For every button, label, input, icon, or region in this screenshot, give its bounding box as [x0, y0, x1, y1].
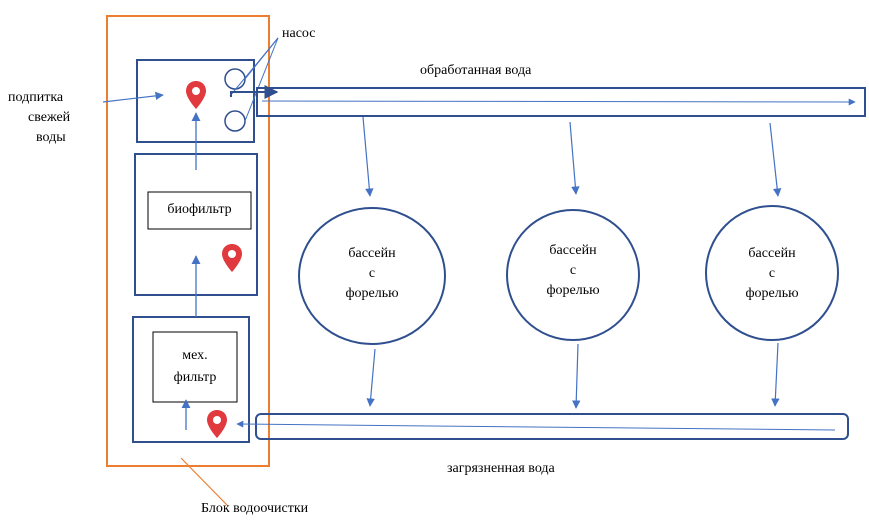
fresh-water-label-line1: подпитка: [8, 90, 64, 105]
pump-circle-top: [224, 68, 246, 90]
pool-3-label-line1: бассейн: [748, 246, 796, 261]
treated-water-pipe: [256, 87, 866, 117]
pool-2-label-line3: форелью: [546, 283, 600, 298]
trout-pool-3: [705, 205, 839, 341]
pool-3-label-line3: форелью: [745, 286, 799, 301]
map-marker-icon: [222, 244, 242, 272]
dirty-water-label: загрязненная вода: [447, 461, 555, 476]
mech-filter-box: [152, 331, 238, 403]
dirty-water-pipe: [255, 413, 849, 440]
fresh-water-label-line2: свежей: [28, 110, 71, 125]
map-marker-icon: [186, 81, 206, 109]
map-marker-icon: [207, 410, 227, 438]
pool-3-label-line2: с: [768, 266, 776, 281]
trout-pool-2: [506, 209, 640, 341]
pump-outlet-arrow: [230, 85, 279, 99]
pump-label: насос: [282, 26, 316, 41]
pool-1-label-line1: бассейн: [348, 246, 396, 261]
fresh-water-label-line3: воды: [36, 130, 66, 145]
pool-1-label-line2: с: [368, 266, 376, 281]
treatment-block-pointer: [180, 457, 229, 507]
trout-pool-1: [298, 207, 446, 345]
pool-1-label-line3: форелью: [345, 286, 399, 301]
mech-filter-label-line2: фильтр: [173, 370, 217, 385]
mech-filter-label-line1: мех.: [182, 348, 208, 363]
treatment-block-label: Блок водоочистки: [201, 501, 309, 516]
pump-circle-bottom: [224, 110, 246, 132]
biofilter-box: [147, 191, 252, 230]
treated-water-label: обработанная вода: [420, 63, 532, 78]
pool-2-label-line1: бассейн: [549, 243, 597, 258]
biofilter-label: биофильтр: [167, 202, 232, 217]
mech-filter-tank-box: [132, 316, 250, 443]
pool-2-label-line2: с: [569, 263, 577, 278]
